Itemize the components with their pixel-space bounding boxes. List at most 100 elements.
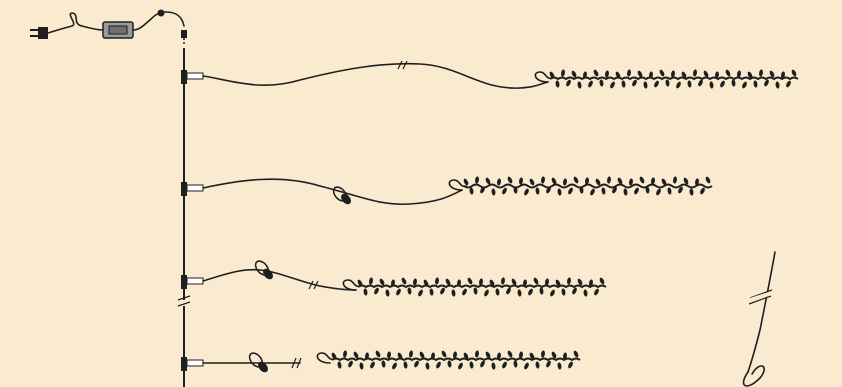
light-bulb	[401, 277, 407, 285]
light-bulb	[506, 287, 511, 295]
light-bulb	[599, 79, 604, 87]
light-bulb	[681, 71, 687, 79]
light-bulb	[495, 288, 500, 296]
light-bulb	[447, 360, 452, 368]
light-bulb	[567, 277, 571, 285]
light-bulb	[563, 178, 567, 186]
light-bulb	[363, 288, 368, 296]
light-bulb	[529, 178, 535, 186]
light-bulb	[463, 178, 469, 186]
light-bulb	[687, 80, 692, 88]
light-bulb	[742, 81, 747, 89]
light-bulb	[374, 287, 379, 295]
light-bulb	[607, 176, 611, 184]
light-bulb	[561, 288, 566, 296]
light-bulb	[683, 177, 689, 185]
light-bulb	[705, 176, 711, 184]
light-bulb	[634, 187, 639, 195]
light-bulb	[643, 81, 648, 89]
light-bulb	[720, 80, 725, 88]
light-bulb	[654, 80, 659, 88]
light-string-2	[463, 176, 713, 196]
light-bulb	[573, 176, 579, 184]
light-bulb	[541, 350, 545, 358]
light-bulb	[497, 352, 501, 360]
light-bulb	[775, 81, 780, 89]
light-bulb	[403, 361, 408, 369]
light-bulb	[550, 289, 555, 297]
light-bulb	[605, 70, 609, 78]
branch-1-cable	[202, 62, 549, 89]
light-bulb	[563, 352, 567, 360]
light-bulb	[595, 178, 601, 186]
light-bulb	[539, 287, 544, 295]
light-bulb	[676, 81, 681, 89]
light-bulb	[656, 188, 661, 196]
light-bulb	[502, 187, 507, 195]
light-string-1	[549, 69, 799, 89]
light-bulb	[491, 362, 496, 370]
light-bulb	[588, 80, 593, 88]
light-bulb	[568, 361, 573, 369]
light-bulb	[737, 70, 741, 78]
light-string-core	[549, 76, 799, 81]
light-bulb	[451, 289, 456, 297]
light-bulb	[353, 351, 359, 359]
light-bulb	[617, 177, 623, 185]
branch-4-break-marker	[291, 357, 302, 369]
light-bulb	[484, 289, 489, 297]
light-bulb	[583, 289, 588, 297]
light-bulb	[473, 287, 478, 295]
light-bulb	[413, 278, 417, 286]
light-bulb	[661, 178, 667, 186]
light-bulb	[627, 69, 631, 77]
light-bulb	[485, 177, 491, 185]
light-bulb	[659, 69, 665, 77]
light-bulb	[392, 362, 397, 370]
light-bulb	[781, 71, 785, 79]
transformer-icon	[102, 21, 134, 39]
light-bulb	[485, 351, 491, 359]
light-string-4	[331, 350, 581, 370]
light-bulb	[458, 362, 463, 370]
light-bulb	[524, 362, 529, 370]
light-bulb	[435, 277, 439, 285]
light-bulb	[491, 188, 496, 196]
light-bulb	[579, 186, 584, 194]
branch-3-cable	[202, 268, 357, 291]
light-bulb	[747, 71, 753, 79]
light-bulb	[528, 288, 533, 296]
light-bulb	[709, 81, 714, 89]
light-bulb	[441, 350, 447, 358]
light-bulb	[462, 288, 467, 296]
light-bulb	[673, 176, 677, 184]
light-bulb	[440, 287, 445, 295]
light-bulb	[414, 360, 419, 368]
light-bulb	[513, 186, 518, 194]
light-bulb	[753, 80, 758, 88]
light-bulb	[572, 287, 577, 295]
trunk-break-marker	[177, 295, 191, 307]
light-bulb	[546, 186, 551, 194]
light-bulb	[535, 361, 540, 369]
light-bulb	[555, 80, 560, 88]
light-bulb	[769, 70, 775, 78]
light-bulb	[590, 188, 595, 196]
light-bulb	[589, 279, 593, 287]
light-bulb	[693, 69, 697, 77]
light-bulb	[475, 350, 479, 358]
light-bulb	[348, 360, 353, 368]
light-bulb	[551, 351, 557, 359]
cable-break-icon	[742, 251, 776, 387]
light-bulb	[594, 288, 599, 296]
light-bulb	[610, 81, 615, 89]
light-bulb	[375, 350, 381, 358]
light-bulb	[475, 176, 479, 184]
light-bulb	[568, 187, 573, 195]
light-string-core	[463, 183, 713, 189]
light-bulb	[639, 176, 645, 184]
light-bulb	[725, 69, 731, 77]
light-bulb	[429, 288, 434, 296]
light-bulb	[571, 70, 577, 78]
